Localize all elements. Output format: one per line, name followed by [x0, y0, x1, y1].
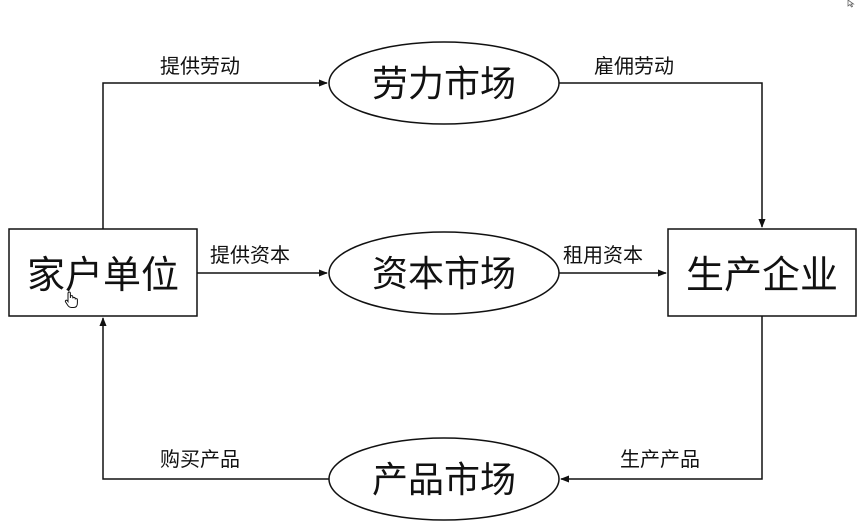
firms-label: 生产企业: [686, 253, 838, 297]
edge-hire-labor-label: 雇佣劳动: [594, 54, 674, 78]
households-label: 家户单位: [27, 253, 179, 297]
product-market-node: 产品市场: [328, 437, 560, 521]
edge-produce-products-label: 生产产品: [620, 447, 700, 471]
capital-market-node: 资本市场: [328, 231, 560, 315]
households-node: 家户单位: [8, 228, 198, 317]
edge-supply-labor-label: 提供劳动: [160, 54, 240, 78]
labor-market-node: 劳力市场: [328, 41, 560, 125]
edge-buy-products-label: 购买产品: [160, 447, 240, 471]
capital-market-label: 资本市场: [372, 254, 516, 295]
hand-pointer-icon: [64, 291, 78, 308]
firms-node: 生产企业: [667, 228, 857, 317]
labor-market-label: 劳力市场: [372, 64, 516, 105]
edge-supply-capital-label: 提供资本: [210, 243, 290, 267]
cursor-corner-icon: [847, 0, 855, 8]
edge-rent-capital-label: 租用资本: [563, 243, 643, 267]
edge-buy-products: 购买产品: [99, 317, 329, 480]
product-market-label: 产品市场: [372, 460, 516, 501]
edge-produce-products: 生产产品: [560, 316, 763, 483]
edge-rent-capital: 租用资本: [559, 243, 667, 277]
edge-supply-capital: 提供资本: [197, 243, 328, 277]
edge-hire-labor: 雇佣劳动: [559, 54, 766, 228]
edge-supply-labor: 提供劳动: [102, 54, 328, 229]
